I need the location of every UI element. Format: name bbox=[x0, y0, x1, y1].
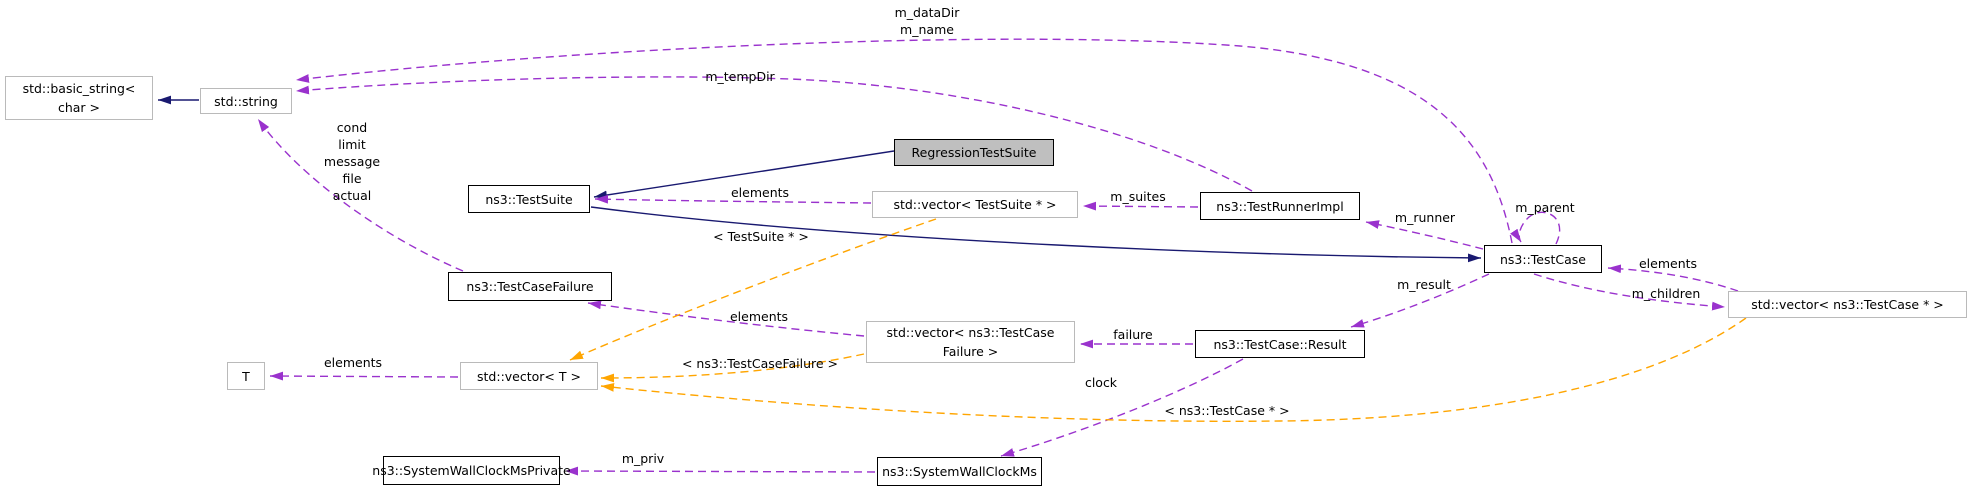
edge-label-line: limit bbox=[338, 137, 366, 152]
edge-label-line: m_tempDir bbox=[705, 69, 775, 84]
edge-label-line: m_children bbox=[1631, 286, 1701, 301]
edge-label-line: elements bbox=[323, 355, 383, 370]
edge-inheritance-testsuite-testcase bbox=[590, 206, 1482, 263]
class-node-regressiontestsuite[interactable]: RegressionTestSuite bbox=[894, 139, 1054, 166]
class-node-label: RegressionTestSuite bbox=[911, 145, 1037, 160]
edge-template-vector-testsuite bbox=[569, 218, 937, 361]
class-node-label: ns3::SystemWallClockMsPrivate bbox=[372, 463, 571, 478]
edge-label-line: m_suites bbox=[1110, 189, 1166, 204]
edge-usage-m-result bbox=[1350, 273, 1490, 328]
edge-label-elements-testcases: elements bbox=[1639, 255, 1697, 272]
edge-usage-elements-t bbox=[269, 371, 459, 381]
edge-label-m-runner: m_runner bbox=[1395, 209, 1455, 226]
edge-usage-m-children bbox=[1533, 273, 1726, 311]
edge-label-elements-failures: elements bbox=[730, 308, 788, 325]
edge-template-vector-testcase bbox=[600, 317, 1747, 422]
class-node-label: ns3::TestCase bbox=[1499, 251, 1587, 267]
class-node-std-basic-string[interactable]: std::basic_string<char > bbox=[5, 76, 153, 120]
edge-usage-m-tempdir bbox=[295, 76, 1253, 192]
edge-label-m-datadir-m-name: m_dataDir m_name bbox=[895, 4, 960, 38]
edge-label-line: message bbox=[323, 154, 381, 169]
class-node-label: std::basic_string< bbox=[22, 81, 136, 96]
edge-label-line: file bbox=[342, 171, 362, 186]
edge-label-line: m_name bbox=[900, 22, 954, 37]
class-node-label: std::vector< T > bbox=[477, 368, 581, 384]
edge-label-m-result: m_result bbox=[1397, 276, 1451, 293]
edge-label-m-parent: m_parent bbox=[1515, 199, 1574, 216]
class-node-ns3-testcase[interactable]: ns3::TestCase bbox=[1484, 245, 1602, 273]
edge-label-line: < ns3::TestCase * > bbox=[1164, 403, 1290, 418]
edge-label-failure: failure bbox=[1113, 326, 1152, 343]
edge-template-vector-testcasefailure bbox=[600, 353, 865, 383]
class-node-label: Failure > bbox=[942, 344, 999, 359]
edge-label-line: cond bbox=[336, 120, 368, 135]
class-node-ns3-testcase-result[interactable]: ns3::TestCase::Result bbox=[1195, 330, 1365, 358]
class-node-label: ns3::TestCase::Result bbox=[1213, 336, 1347, 352]
edge-label-m-priv: m_priv bbox=[622, 450, 664, 467]
edge-label-line: elements bbox=[1638, 256, 1698, 271]
edge-label-line: m_parent bbox=[1515, 200, 1575, 215]
edge-usage-testcasefailure-strings bbox=[257, 118, 464, 272]
edge-label-m-suites: m_suites bbox=[1110, 188, 1165, 205]
class-node-std-vector-testsuite[interactable]: std::vector< TestSuite * > bbox=[872, 191, 1078, 218]
edge-label-m-tempdir: m_tempDir bbox=[705, 68, 774, 85]
class-node-std-vector-t[interactable]: std::vector< T > bbox=[460, 362, 598, 390]
class-node-ns3-testsuite[interactable]: ns3::TestSuite bbox=[468, 185, 590, 213]
edge-label-m-children: m_children bbox=[1632, 285, 1701, 302]
edge-label-template-testcase: < ns3::TestCase * > bbox=[1164, 402, 1289, 419]
edge-label-elements-t: elements bbox=[324, 354, 382, 371]
edge-label-line: m_runner bbox=[1394, 210, 1456, 225]
class-node-label: std::vector< ns3::TestCase bbox=[886, 325, 1055, 340]
edge-label-template-testcasefailure: < ns3::TestCaseFailure > bbox=[682, 355, 838, 372]
class-node-ns3-testcasefailure[interactable]: ns3::TestCaseFailure bbox=[448, 272, 612, 301]
class-node-label: char > bbox=[57, 100, 101, 115]
edge-label-line: < TestSuite * > bbox=[713, 229, 809, 244]
edge-label-line: m_result bbox=[1397, 277, 1451, 292]
edge-label-line: m_priv bbox=[621, 451, 665, 466]
edge-label-line: elements bbox=[730, 185, 790, 200]
class-node-std-vector-ns3-testcase[interactable]: std::vector< ns3::TestCase * > bbox=[1728, 291, 1967, 318]
edge-inheritance-regressiontestsuite-testsuite bbox=[593, 150, 895, 200]
edge-usage-m-suites bbox=[1082, 201, 1199, 211]
edge-usage-m-runner bbox=[1365, 220, 1484, 250]
class-node-label: ns3::TestCaseFailure bbox=[466, 279, 594, 294]
edge-usage-elements-testsuites bbox=[594, 194, 872, 204]
edge-label-line: clock bbox=[1084, 375, 1118, 390]
class-node-label: T bbox=[242, 368, 250, 384]
edge-label-failure-strings: cond limit message file actual bbox=[324, 119, 380, 204]
edge-usage-m-parent-selfloop bbox=[1510, 211, 1561, 245]
edge-usage-elements-testcases bbox=[1607, 264, 1739, 292]
class-node-ns3-systemwallclockmsprivate[interactable]: ns3::SystemWallClockMsPrivate bbox=[372, 456, 571, 485]
class-node-ns3-testrunnerimpl[interactable]: ns3::TestRunnerImpl bbox=[1200, 192, 1360, 220]
class-node-t[interactable]: T bbox=[227, 362, 265, 390]
edge-usage-elements-failures bbox=[587, 300, 865, 337]
class-node-label: ns3::TestSuite bbox=[485, 191, 573, 207]
class-node-label: std::string bbox=[214, 93, 278, 109]
class-node-label: ns3::SystemWallClockMs bbox=[882, 464, 1037, 479]
class-node-label: ns3::TestRunnerImpl bbox=[1216, 198, 1344, 214]
class-node-ns3-systemwallclockms[interactable]: ns3::SystemWallClockMs bbox=[877, 457, 1042, 486]
edge-label-template-testsuite: < TestSuite * > bbox=[713, 228, 809, 245]
class-node-std-string[interactable]: std::string bbox=[200, 88, 292, 114]
edge-label-line: failure bbox=[1113, 327, 1153, 342]
edge-usage-m-datadir-m-name bbox=[295, 38, 1513, 244]
edge-label-elements-testsuites: elements bbox=[731, 184, 789, 201]
edge-usage-clock bbox=[1000, 358, 1244, 457]
edge-label-line: < ns3::TestCaseFailure > bbox=[681, 356, 839, 371]
edge-usage-m-priv bbox=[564, 466, 876, 476]
edge-label-clock: clock bbox=[1085, 374, 1117, 391]
edge-label-line: m_dataDir bbox=[894, 5, 960, 20]
class-node-label: std::vector< TestSuite * > bbox=[893, 197, 1057, 212]
edge-label-line: elements bbox=[729, 309, 789, 324]
class-node-label: std::vector< ns3::TestCase * > bbox=[1751, 297, 1944, 312]
edge-label-line: actual bbox=[332, 188, 372, 203]
